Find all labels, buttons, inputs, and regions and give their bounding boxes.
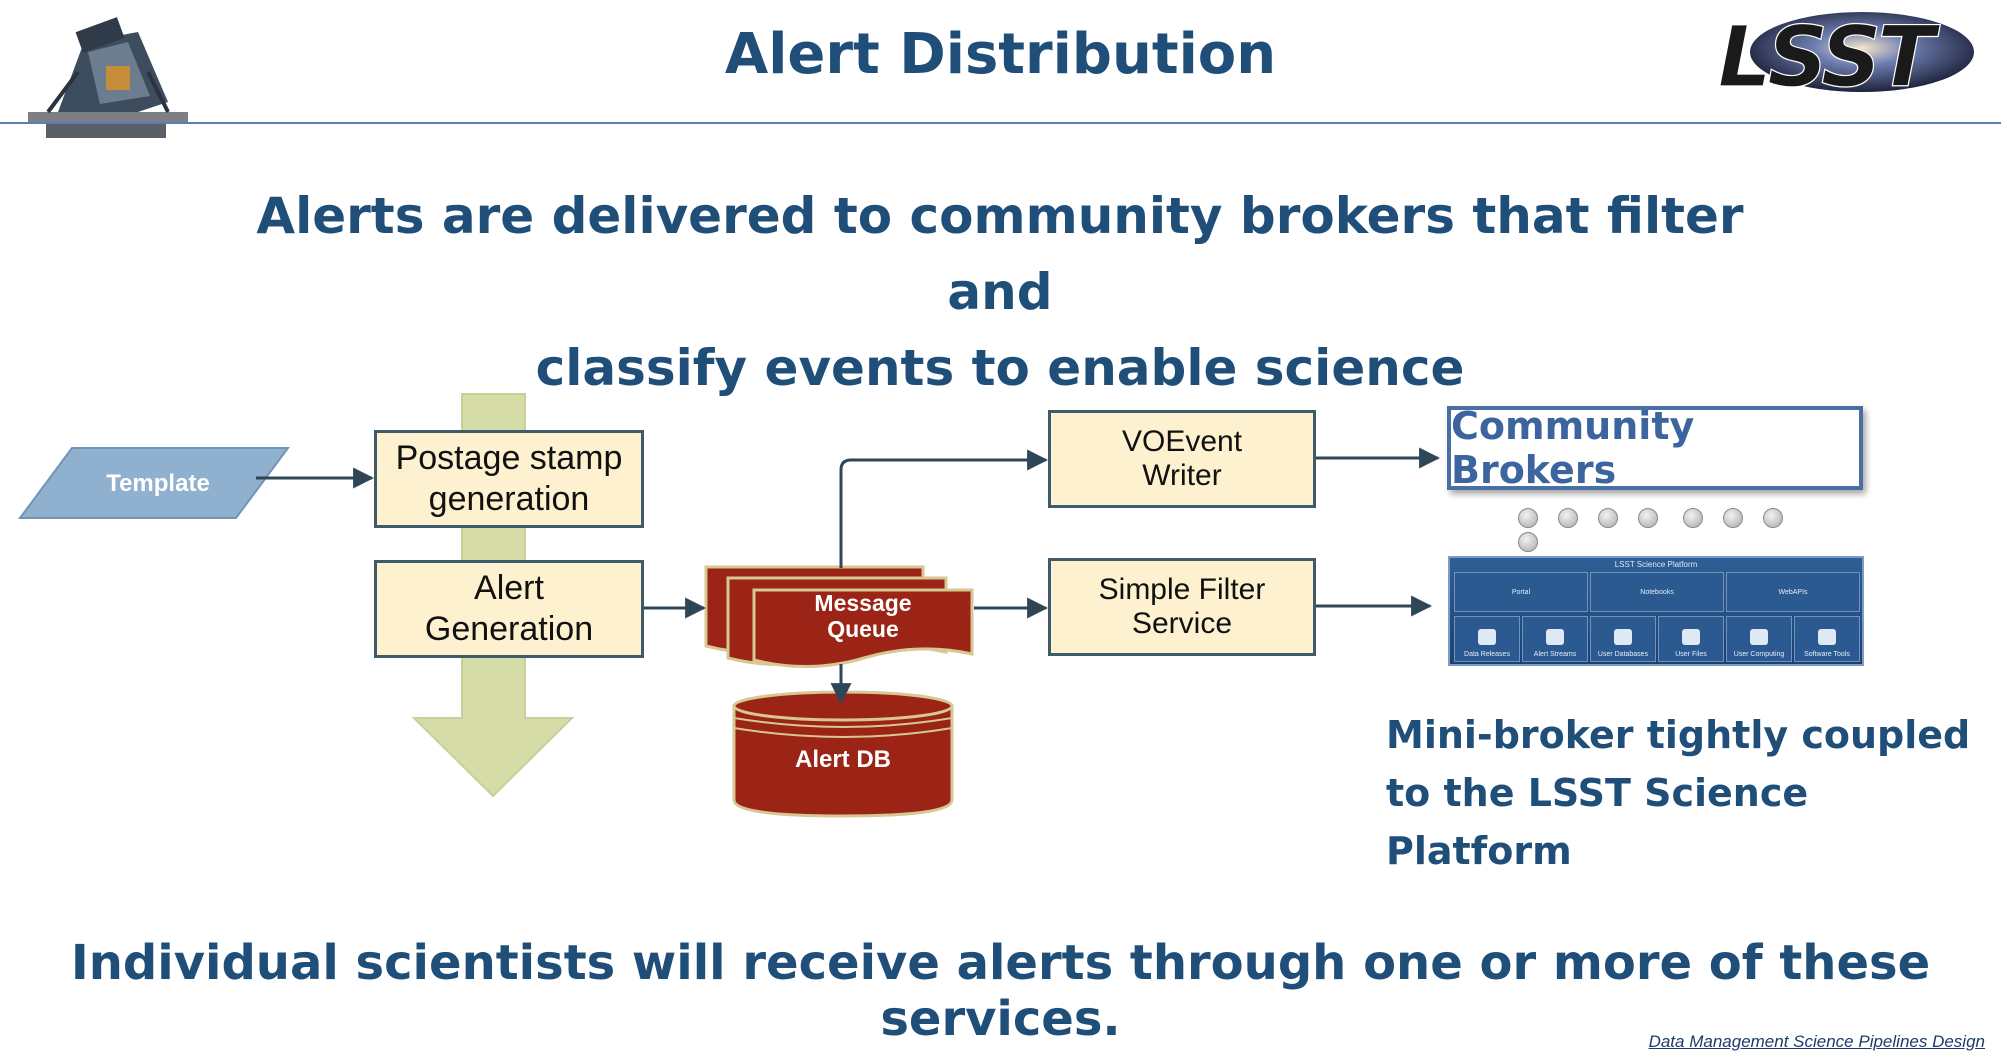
mini-broker-line-1: Mini-broker tightly coupled	[1386, 713, 1971, 757]
message-queue-label: Message Queue	[754, 590, 972, 642]
platform-data-releases: Data Releases	[1454, 616, 1520, 662]
filter-line-1: Simple Filter	[1098, 573, 1266, 606]
platform-user-computing: User Computing	[1726, 616, 1792, 662]
user-icon	[1638, 508, 1658, 528]
voevent-line-1: VOEvent	[1121, 425, 1243, 458]
user-icon	[1518, 532, 1538, 552]
postage-line-2: generation	[428, 480, 590, 518]
user-icon	[1558, 508, 1578, 528]
svg-text:LSST: LSST	[1718, 8, 1941, 106]
footer-credit: Data Management Science Pipelines Design	[1648, 1032, 1985, 1051]
folder-icon	[1682, 629, 1700, 645]
message-queue-front	[752, 588, 974, 669]
platform-alert-streams: Alert Streams	[1522, 616, 1588, 662]
simple-filter-box: Simple Filter Service	[1048, 558, 1316, 656]
user-icons	[1508, 508, 1818, 552]
platform-notebooks: Notebooks	[1590, 572, 1724, 612]
database-icon	[1478, 629, 1496, 645]
platform-title: LSST Science Platform	[1614, 560, 1698, 569]
voevent-writer-box: VOEvent Writer	[1048, 410, 1316, 508]
community-brokers-box: Community Brokers	[1447, 404, 1863, 492]
filter-line-2: Service	[1131, 607, 1233, 640]
platform-portal: Portal	[1454, 572, 1588, 612]
user-icon	[1763, 508, 1784, 528]
alert-db-label: Alert DB	[794, 746, 891, 773]
user-icon	[1683, 508, 1704, 528]
template-shape	[18, 447, 290, 519]
footer-statement: Individual scientists will receive alert…	[70, 935, 1931, 1047]
brokers-label: Community Brokers	[1451, 404, 1695, 492]
platform-user-files: User Files	[1658, 616, 1724, 662]
server-icon	[1750, 629, 1768, 645]
alert-generation-box: Alert Generation	[374, 560, 644, 658]
headline-line-2: classify events to enable science	[535, 339, 1465, 397]
mini-broker-line-2: to the LSST Science Platform	[1386, 771, 1809, 873]
headline: Alerts are delivered to community broker…	[200, 178, 1800, 406]
mini-broker-caption: Mini-broker tightly coupled to the LSST …	[1386, 706, 1986, 880]
mq-line-2: Queue	[827, 616, 899, 642]
template-label: Template	[106, 470, 210, 497]
voevent-line-2: Writer	[1142, 459, 1222, 492]
science-platform-diagram: LSST Science Platform Portal Notebooks W…	[1448, 556, 1864, 666]
slide-title: Alert Distribution	[724, 22, 1277, 87]
platform-software-tools: Software Tools	[1794, 616, 1860, 662]
user-icon	[1518, 508, 1538, 528]
stream-icon	[1546, 629, 1564, 645]
platform-user-databases: User Databases	[1590, 616, 1656, 662]
headline-line-1: Alerts are delivered to community broker…	[256, 187, 1744, 321]
database-icon	[1614, 629, 1632, 645]
telescope-icon	[18, 12, 198, 144]
user-icon	[1723, 508, 1744, 528]
postage-stamp-box: Postage stamp generation	[374, 430, 644, 528]
alert-gen-line-1: Alert	[474, 569, 544, 607]
tools-icon	[1818, 629, 1836, 645]
user-icon	[1598, 508, 1618, 528]
alert-gen-line-2: Generation	[424, 610, 594, 648]
platform-webapis: WebAPIs	[1726, 572, 1860, 612]
title-divider	[0, 122, 2001, 124]
alert-db-cylinder	[732, 706, 954, 818]
postage-line-1: Postage stamp	[395, 439, 623, 477]
mq-line-1: Message	[814, 590, 912, 616]
lsst-logo: LSST	[1712, 6, 1982, 116]
